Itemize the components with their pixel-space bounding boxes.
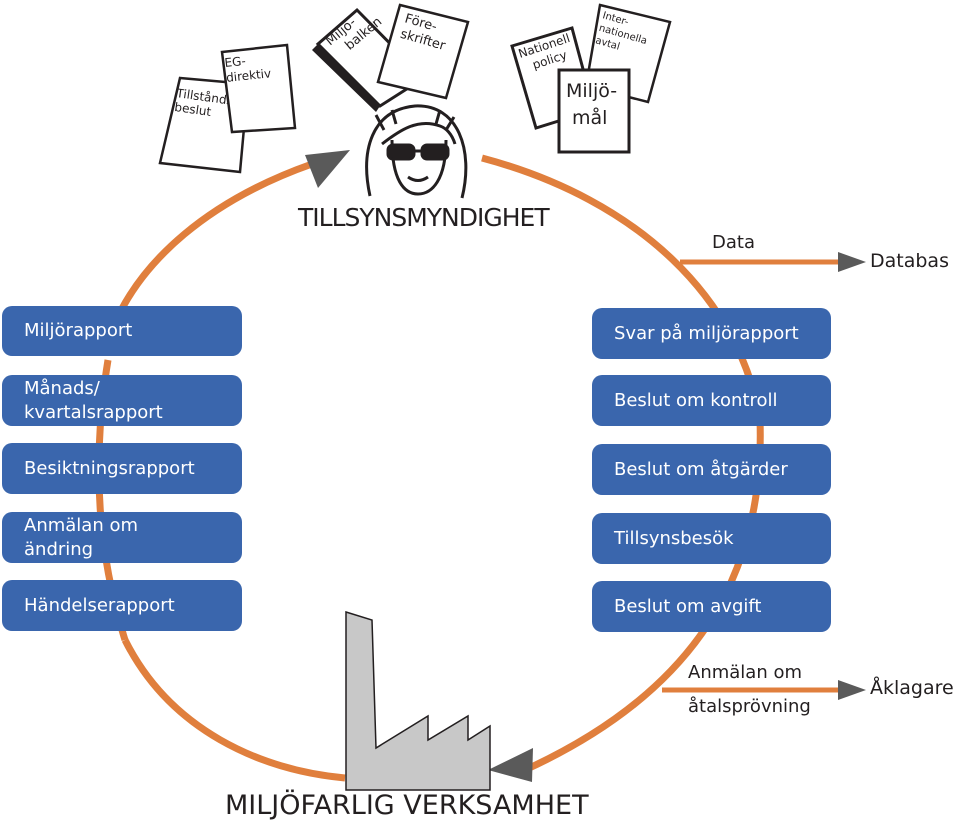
box-beslut-om-kontroll-label: Beslut om kontroll [614, 389, 778, 411]
box-beslut-om-avgift: Beslut om avgift [592, 581, 831, 632]
box-tillsynsbesok: Tillsynsbesök [592, 513, 831, 564]
document-miljomal: Miljö- mål [557, 68, 631, 154]
box-manadsrapport: Månads/ kvartalsrapport [2, 375, 242, 426]
document-tillstandsbeslut: Tillstånds- beslut [158, 76, 250, 174]
authority-label: TILLSYNSMYNDIGHET [298, 203, 550, 232]
box-anmalan-om-andring: Anmälan om ändring [2, 512, 242, 563]
svg-text:EG- direktiv: EG- direktiv [224, 51, 272, 85]
doc-miljomal-line1: Miljö- [566, 80, 617, 102]
box-handelserapport-label: Händelserapport [24, 594, 175, 616]
data-branch-label: Data [712, 232, 755, 253]
doc-eg-direktiv-line2: direktiv [225, 66, 271, 85]
box-tillsynsbesok-label: Tillsynsbesök [614, 527, 734, 549]
box-beslut-om-atgarder-label: Beslut om åtgärder [614, 458, 788, 480]
arrowhead-to-authority [305, 150, 350, 188]
box-anmalan-om-andring-line2: ändring [24, 538, 94, 560]
doc-tillstandsbeslut-line2: beslut [174, 100, 213, 119]
doc-eg-direktiv-line1: EG- [224, 54, 247, 70]
box-beslut-om-kontroll: Beslut om kontroll [592, 375, 831, 426]
arrowhead-to-facility [488, 748, 533, 782]
prosecution-label-line2: åtalsprövning [688, 696, 811, 717]
cycle-segment-left-lower [121, 638, 346, 782]
box-svar-pa-miljorapport: Svar på miljörapport [592, 308, 831, 359]
box-beslut-om-avgift-label: Beslut om avgift [614, 595, 762, 617]
databas-label: Databas [870, 250, 949, 272]
factory-icon [345, 610, 491, 791]
svg-text:Tillstånds- beslut: Tillstånds- beslut [173, 86, 242, 123]
document-foreskrifter: Före- skrifter [376, 3, 470, 100]
facility-label: MILJÖFARLIG VERKSAMHET [225, 790, 589, 820]
box-beslut-om-atgarder: Beslut om åtgärder [592, 444, 831, 495]
arrowhead-to-databas [838, 252, 866, 272]
inspector-person-icon [365, 104, 468, 199]
box-miljorapport-label: Miljörapport [24, 320, 133, 341]
box-manadsrapport-line2: kvartalsrapport [24, 401, 163, 423]
box-handelserapport: Händelserapport [2, 580, 242, 631]
box-manadsrapport-line1: Månads/ [24, 377, 100, 399]
prosecution-label-line1: Anmälan om [688, 662, 802, 683]
cycle-segment-left-upper [108, 160, 314, 332]
box-besiktningsrapport-label: Besiktningsrapport [24, 457, 195, 479]
document-eg-direktiv: EG- direktiv [220, 43, 297, 134]
box-anmalan-om-andring-line1: Anmälan om [24, 514, 138, 536]
box-besiktningsrapport: Besiktningsrapport [2, 443, 242, 494]
cycle-segment-right-upper [481, 154, 764, 421]
arrowhead-to-aklagare [838, 680, 866, 700]
aklagare-label: Åklagare [870, 677, 954, 699]
doc-miljomal-line2: mål [572, 106, 607, 129]
box-svar-pa-miljorapport-label: Svar på miljörapport [614, 322, 799, 344]
box-miljorapport: Miljörapport [2, 306, 242, 356]
